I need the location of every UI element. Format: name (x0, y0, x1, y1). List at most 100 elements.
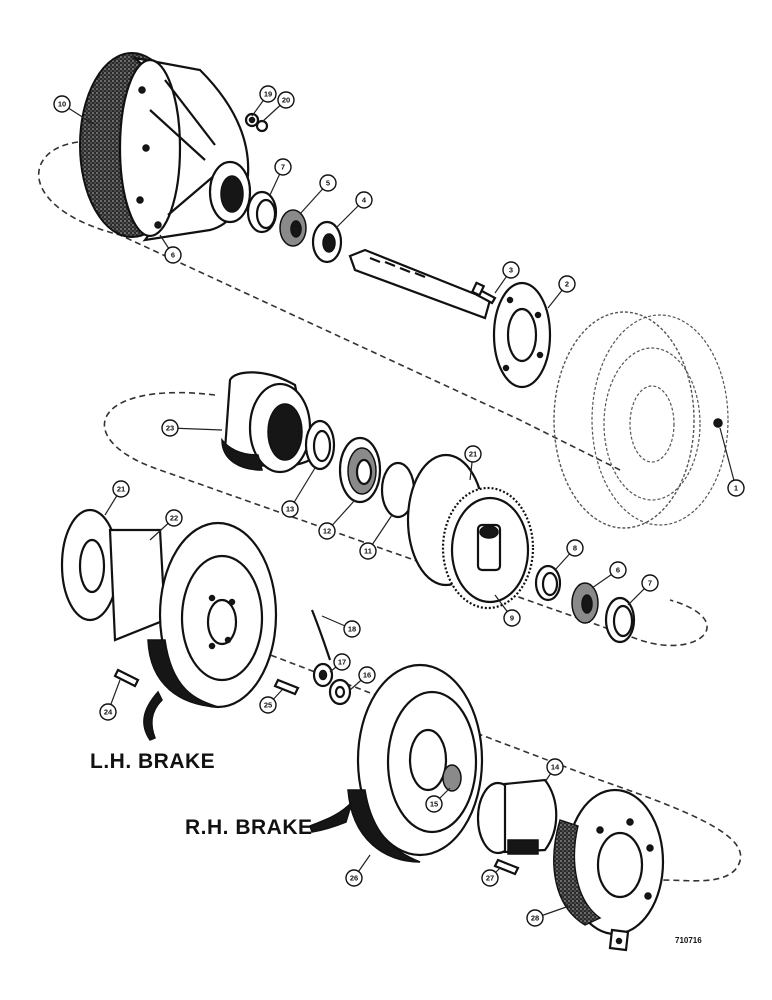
callout-circle (274, 158, 292, 176)
callout-25: 25 (259, 689, 283, 714)
callout-21: 21 (464, 445, 482, 481)
callout-circle (355, 191, 373, 209)
callout-circle (53, 95, 71, 113)
oil-seal-upper (311, 220, 343, 264)
callout-circle (343, 620, 361, 638)
callout-9: 9 (494, 594, 521, 627)
callout-number: 25 (264, 701, 272, 710)
callout-10: 10 (53, 95, 96, 126)
callout-16: 16 (349, 666, 376, 691)
callout-7: 7 (627, 574, 659, 606)
callout-number: 28 (531, 914, 539, 923)
callout-circle (281, 500, 299, 518)
bearing-cup-lower (604, 596, 636, 644)
callout-3: 3 (494, 261, 520, 294)
callout-number: 20 (282, 96, 290, 105)
callout-7: 7 (269, 158, 292, 196)
bearing-cup-middle (534, 564, 562, 602)
ball-bearing (338, 436, 382, 504)
bearing-cone-middle (571, 582, 599, 624)
callout-circle (161, 419, 179, 437)
callout-circle (558, 275, 576, 293)
callout-5: 5 (299, 174, 337, 215)
callout-number: 24 (104, 708, 113, 717)
callout-20: 20 (261, 91, 295, 123)
callout-18: 18 (321, 615, 361, 638)
brake-hub-sleeve (476, 778, 558, 855)
axle-flange (492, 281, 552, 389)
callout-number: 12 (323, 527, 331, 536)
cotter-pin (310, 609, 332, 661)
callout-circle (503, 609, 521, 627)
callout-circle (359, 542, 377, 560)
hub-ribs (149, 79, 216, 216)
axle-shaft (348, 248, 552, 389)
callout-circle (333, 653, 351, 671)
callout-22: 22 (149, 509, 183, 541)
callout-8: 8 (554, 539, 584, 571)
callout-circle (358, 666, 376, 684)
castle-nut (312, 662, 334, 688)
brake-band-lining (553, 819, 602, 926)
callout-number: 19 (264, 90, 272, 99)
callout-number: 7 (281, 163, 285, 172)
lh-brake-arrow (143, 690, 163, 741)
hub-stud-nut (244, 112, 269, 133)
callout-number: 8 (573, 544, 577, 553)
hub-assembly (79, 52, 252, 242)
callout-28: 28 (526, 904, 573, 927)
callout-6: 6 (159, 234, 182, 264)
hub-bolt-hole (154, 221, 162, 229)
callout-circle (277, 91, 295, 109)
hub-bore-inner (220, 175, 244, 213)
callout-circle (481, 869, 499, 887)
callout-circle (319, 174, 337, 192)
callout-circle (165, 509, 183, 527)
callout-number: 21 (469, 450, 477, 459)
assembly-guide-bottom (111, 594, 742, 882)
callout-number: 9 (510, 614, 514, 623)
callout-number: 16 (363, 671, 371, 680)
oil-seal-middle (304, 419, 336, 471)
callout-circle (318, 522, 336, 540)
callout-24: 24 (99, 679, 121, 721)
callout-number: 6 (171, 251, 175, 260)
callout-number: 4 (362, 196, 367, 205)
callout-19: 19 (251, 85, 277, 117)
callout-circle (164, 246, 182, 264)
callout-23: 23 (161, 419, 223, 437)
rh-brake-arrow (309, 801, 353, 833)
callout-number: 14 (551, 763, 560, 772)
backing-plate-bolt (493, 858, 520, 876)
drum-bolt (273, 678, 300, 696)
callout-number: 26 (350, 874, 358, 883)
lh-brake-drum-band (147, 639, 219, 708)
callout-26: 26 (345, 854, 371, 887)
callout-number: 13 (286, 505, 294, 514)
washer (328, 678, 352, 706)
brake-carrier (108, 528, 167, 642)
left-brake-assembly (60, 508, 278, 709)
callout-15: 15 (425, 787, 451, 813)
bearing-cone-upper (279, 209, 307, 247)
callout-27: 27 (481, 867, 501, 887)
callout-circle (727, 479, 745, 497)
callout-circle (609, 561, 627, 579)
right-brake-assembly (347, 663, 484, 863)
callout-circle (546, 758, 564, 776)
callout-circle (641, 574, 659, 592)
callout-circle (345, 869, 363, 887)
axle-bolt (470, 281, 497, 305)
callout-1: 1 (719, 427, 745, 497)
callout-number: 21 (117, 485, 125, 494)
callout-14: 14 (544, 758, 564, 783)
callout-number: 15 (430, 800, 438, 809)
wheel-rim-phantom (553, 311, 729, 529)
callout-number: 7 (648, 579, 652, 588)
callout-circle (425, 795, 443, 813)
callout-21: 21 (104, 480, 130, 516)
drum-hub-seal (442, 764, 462, 792)
callout-number: 10 (58, 100, 66, 109)
